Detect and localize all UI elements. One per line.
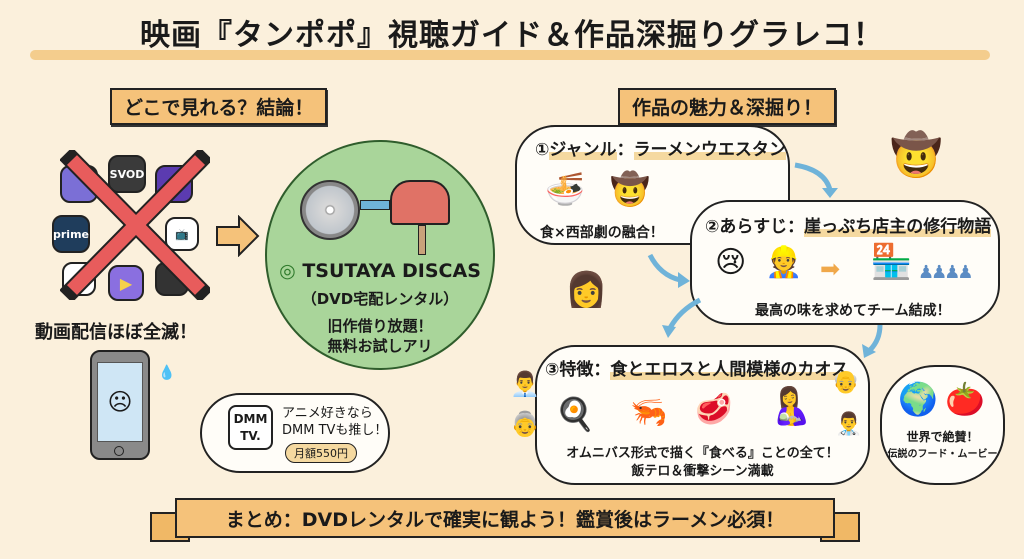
tomato-icon: 🍅: [945, 380, 985, 418]
worker-man-icon: 👷: [765, 245, 803, 280]
arrow-right-icon: ➡: [820, 255, 841, 283]
deep-dive-heading: 作品の魅力＆深掘り！: [618, 88, 837, 125]
features-caption-2: 飯テロ＆衝撃シーン満載: [631, 464, 774, 479]
crying-woman-icon: 😢: [715, 245, 747, 280]
globe-icon: 🌍: [898, 380, 938, 418]
synopsis-title: ②あらすじ：崖っぷち店主の修行物語: [705, 217, 992, 237]
cowboy-illustration: 🤠: [890, 130, 943, 179]
acclaim-line-1: 世界で絶賛！: [906, 430, 979, 444]
tsutaya-subtitle: （DVD宅配レンタル）: [301, 290, 459, 308]
where-to-watch-heading: どこで見れる？結論！: [110, 88, 328, 125]
doctor-icon: 👨‍⚕️: [835, 412, 863, 437]
businessman-icon: 👨‍💼: [510, 370, 540, 398]
page-title: 映画『タンポポ』視聴ガイド＆作品深掘りグラレコ！: [140, 18, 884, 53]
tsutaya-service-name: ◎ TSUTAYA DISCAS: [279, 260, 481, 282]
tsutaya-feature-1: 旧作借り放題！: [327, 317, 433, 335]
mother-baby-icon: 🤱: [768, 386, 813, 427]
genre-title: ①ジャンル：ラーメンウエスタン: [535, 140, 786, 160]
features-title: ③特徴：食とエロスと人間模様のカオス: [545, 360, 849, 380]
tv-icon: 📺: [165, 217, 199, 251]
cowboy-hat-icon: 🤠: [610, 170, 650, 208]
tsutaya-feature-2: 無料お試しアリ: [327, 337, 433, 355]
prime-video-icon: prime: [52, 215, 90, 253]
steak-wine-icon: 🥩: [695, 392, 733, 427]
ramen-bowl-icon: 🍜: [545, 170, 585, 208]
play-icon: ▶: [108, 265, 144, 301]
sad-phone-illustration: ☹: [90, 350, 150, 460]
elderly-woman-icon: 👵: [510, 410, 540, 438]
omurice-icon: 🍳: [555, 395, 595, 433]
streaming-caption: 動画配信ほぼ全滅！: [35, 322, 197, 343]
shop-icon: 🏪: [870, 242, 913, 282]
shrimp-icon: 🦐: [630, 395, 668, 430]
features-caption-1: オムニバス形式で描く『食べる』ことの全て！: [566, 446, 839, 461]
acclaim-bubble: [880, 365, 1005, 485]
summary-ribbon: まとめ：DVDレンタルで確実に観よう！鑑賞後はラーメン必須！: [175, 498, 835, 538]
arrow-icon: [360, 200, 390, 210]
synopsis-caption: 最高の味を求めてチーム結成！: [755, 303, 951, 319]
dvd-disc-icon: [300, 180, 360, 240]
queue-people-icon: ♟♟♟♟: [918, 262, 974, 283]
dmm-price-badge: 月額550円: [285, 443, 357, 463]
tsutaya-discas-card: [265, 140, 495, 370]
title-underline: [30, 50, 990, 60]
arrow-right-icon: [216, 215, 260, 257]
mailbox-post: [418, 225, 426, 255]
red-x-icon: [60, 150, 210, 300]
mailbox-icon: [390, 180, 450, 225]
sweat-drops-icon: 💧: [158, 365, 176, 381]
svod-icon: SVOD: [108, 155, 146, 193]
genre-caption: 食×西部劇の融合！: [540, 225, 664, 241]
elderly-man-icon: 👴: [832, 370, 860, 395]
acclaim-line-2: 伝説のフード・ムービー: [887, 449, 998, 460]
worried-woman-illustration: 👩: [565, 270, 608, 310]
